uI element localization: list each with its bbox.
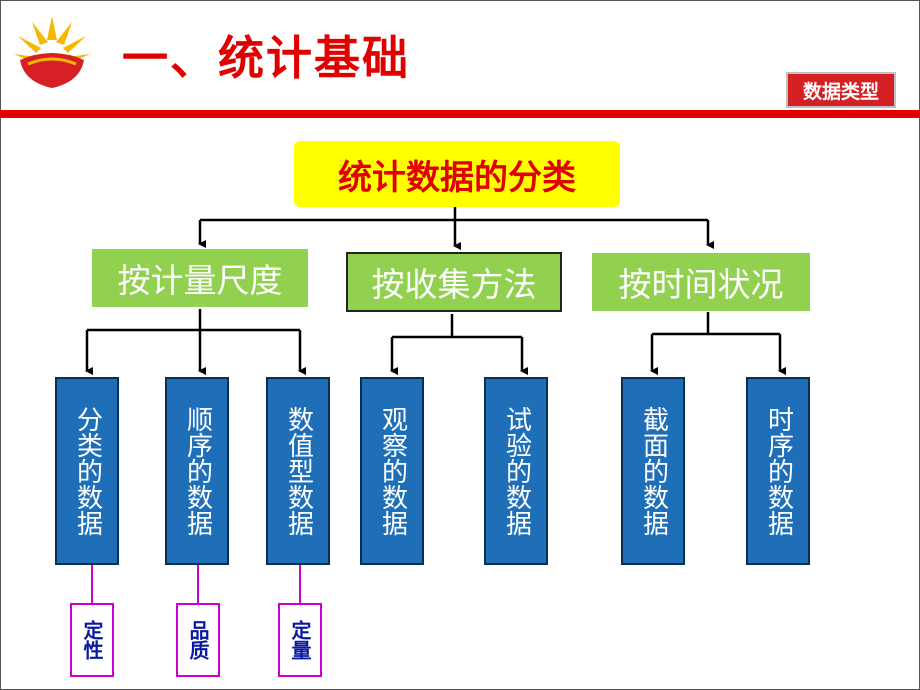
leaf-categorical-data: 分类的数据 — [55, 377, 119, 565]
note-quantitative: 定量 — [278, 603, 322, 677]
note-qualitative: 定性 — [70, 603, 114, 677]
category-measurement-scale: 按计量尺度 — [92, 249, 308, 307]
leaf-experimental-data: 试验的数据 — [484, 377, 548, 565]
leaf-numeric-data: 数值型数据 — [266, 377, 330, 565]
leaf-time-series-data: 时序的数据 — [746, 377, 810, 565]
company-logo-icon — [14, 16, 90, 88]
page-title: 一、统计基础 — [122, 31, 410, 85]
note-quality: 品质 — [176, 603, 220, 677]
category-time-status: 按时间状况 — [592, 253, 810, 311]
data-type-badge[interactable]: 数据类型 — [786, 72, 896, 108]
category-collection-method: 按收集方法 — [346, 252, 562, 312]
leaf-ordinal-data: 顺序的数据 — [165, 377, 229, 565]
leaf-observational-data: 观察的数据 — [360, 377, 424, 565]
header-divider — [0, 110, 920, 118]
diagram-root: 统计数据的分类 — [294, 141, 620, 207]
leaf-cross-section-data: 截面的数据 — [621, 377, 685, 565]
